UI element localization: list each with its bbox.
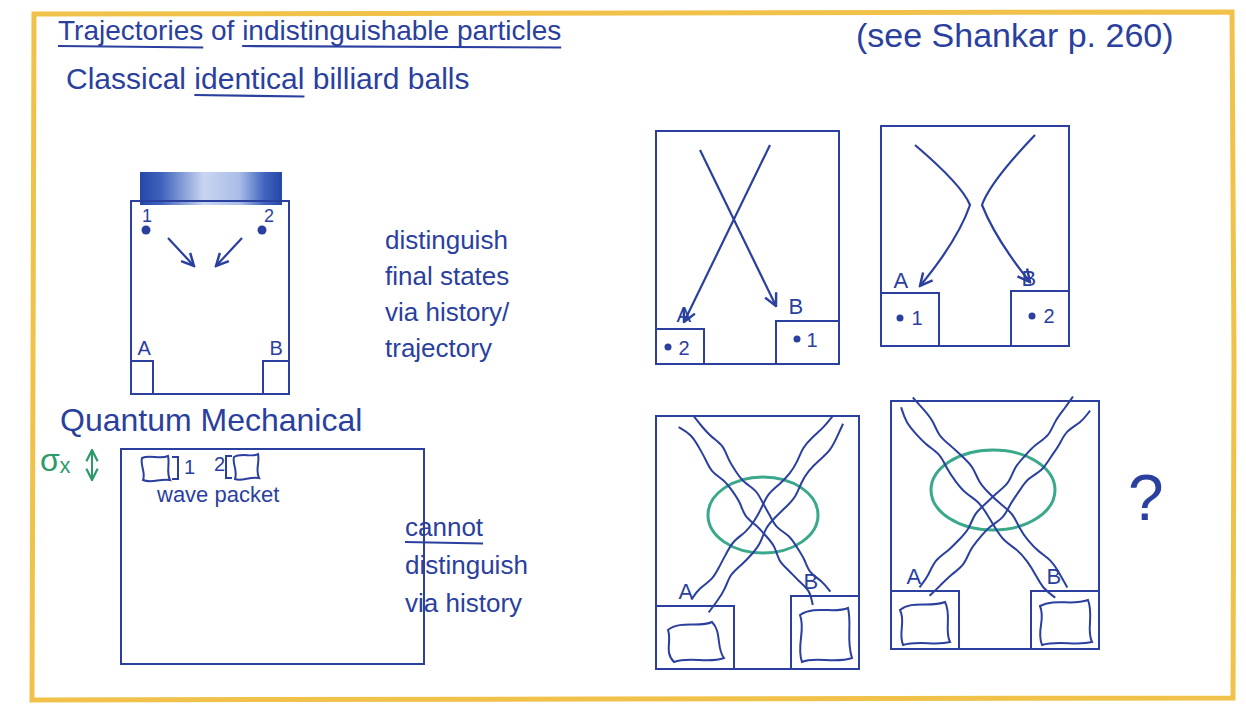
billiard-table: 1 2A B bbox=[130, 200, 290, 395]
wave-band-edge bbox=[913, 397, 1068, 587]
overlap-ellipse bbox=[708, 477, 818, 553]
underline-stroke bbox=[194, 95, 304, 97]
detector-box: B bbox=[1030, 590, 1100, 650]
node-text: 1 bbox=[807, 330, 818, 350]
trajectory-arrow bbox=[684, 145, 770, 322]
detected-packet bbox=[800, 608, 852, 662]
detector-box: A bbox=[890, 590, 960, 650]
detector-label: B bbox=[804, 571, 819, 593]
node-text: 2 bbox=[679, 338, 690, 358]
detector-label: A bbox=[677, 304, 692, 326]
wave-band-edge bbox=[709, 424, 843, 613]
detector-box: B bbox=[790, 595, 860, 670]
trajectory-arrow bbox=[982, 135, 1035, 282]
detected-packet bbox=[900, 602, 950, 645]
node-text: 2 bbox=[264, 207, 274, 225]
quantum-box: AB bbox=[655, 415, 860, 670]
detector-label: B bbox=[1047, 566, 1062, 588]
wave-band-edge bbox=[694, 416, 831, 592]
underline-stroke bbox=[242, 46, 561, 48]
detector-label: A bbox=[679, 581, 694, 603]
billiard-ball bbox=[142, 226, 151, 235]
page-title: Trajectories of indistinguishable partic… bbox=[58, 14, 561, 48]
motion-arrow bbox=[168, 238, 194, 266]
node-text: 1 bbox=[184, 457, 195, 477]
underline-stroke bbox=[58, 46, 203, 48]
annotation-note: cannot distinguish via history bbox=[405, 508, 555, 622]
width-arrow bbox=[91, 450, 93, 480]
detected-packet bbox=[1040, 600, 1092, 645]
detector-box: B bbox=[262, 360, 290, 395]
quantum-box: 12 wave packet bbox=[120, 448, 425, 665]
node-text: wave packet bbox=[157, 484, 279, 506]
billiard-ball bbox=[1029, 313, 1036, 320]
section-heading: Quantum Mechanical bbox=[60, 402, 362, 439]
quantum-box: AB bbox=[890, 400, 1100, 650]
section-heading: Classical identical billiard balls bbox=[66, 62, 470, 97]
detector-label: B bbox=[270, 338, 283, 358]
wave-band-group bbox=[679, 396, 1090, 612]
billiard-ball bbox=[258, 226, 267, 235]
billiard-ball bbox=[794, 336, 801, 343]
detector-label: A bbox=[894, 270, 909, 292]
detector-box: A bbox=[130, 360, 154, 395]
detector-box: B2 bbox=[1010, 290, 1070, 347]
wave-band-edge bbox=[691, 416, 832, 600]
wave-packet bbox=[234, 454, 259, 480]
overlap-ellipse bbox=[931, 450, 1055, 530]
detected-packet bbox=[668, 622, 724, 662]
sigma-symbol: σₓ bbox=[40, 442, 70, 479]
detector-box: A1 bbox=[880, 292, 940, 347]
detector-label: B bbox=[789, 296, 804, 318]
billiard-ball bbox=[665, 344, 672, 351]
detector-box: A2 bbox=[655, 328, 705, 365]
wave-band-edge bbox=[901, 407, 1055, 597]
detector-label: A bbox=[138, 338, 151, 358]
wave-packet bbox=[142, 456, 170, 481]
billiard-table: A1 B2 bbox=[880, 125, 1070, 347]
detector-box: B1 bbox=[775, 320, 840, 365]
node-text: 2 bbox=[1044, 306, 1055, 326]
question-mark: ? bbox=[1128, 462, 1164, 536]
node-text: 1 bbox=[142, 207, 152, 225]
trajectory-arrow bbox=[915, 145, 970, 286]
underline-stroke bbox=[405, 542, 483, 544]
trajectory-arrow bbox=[700, 150, 776, 306]
billiard-table: A2B1 bbox=[655, 130, 840, 365]
reference-note: (see Shankar p. 260) bbox=[856, 16, 1174, 55]
wave-band-edge bbox=[919, 396, 1073, 587]
page-frame bbox=[32, 12, 1234, 700]
node-text: 1 bbox=[912, 308, 923, 328]
detector-label: B bbox=[1022, 268, 1037, 290]
wave-band-edge bbox=[679, 427, 813, 605]
detector-box: A bbox=[655, 605, 735, 670]
node-text: 2 bbox=[214, 454, 225, 474]
wave-band-edge bbox=[930, 411, 1090, 596]
motion-arrow bbox=[216, 238, 242, 266]
packet-bracket bbox=[226, 456, 232, 478]
billiard-ball bbox=[897, 315, 904, 322]
detector-label: A bbox=[907, 566, 922, 588]
annotation-note: distinguish final states via history/ tr… bbox=[385, 222, 535, 366]
packet-bracket bbox=[172, 457, 178, 479]
